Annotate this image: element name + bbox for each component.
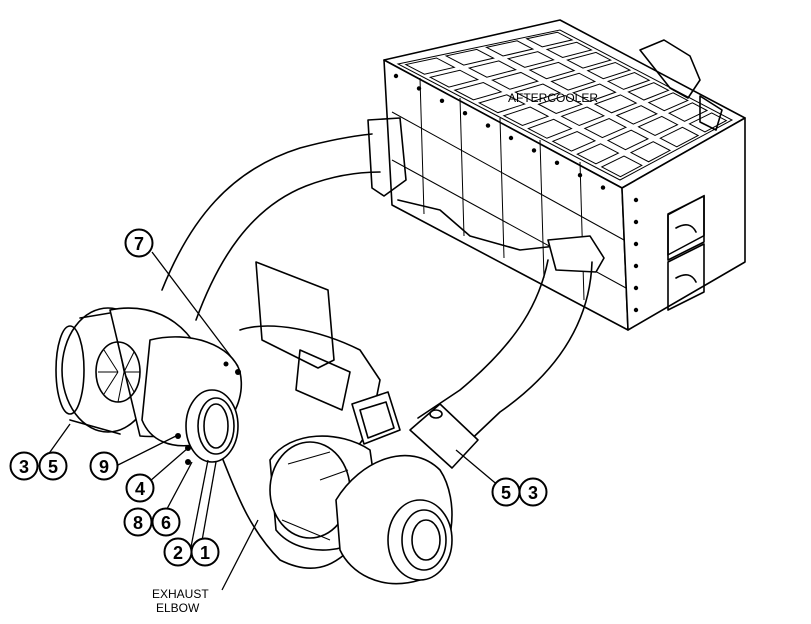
right-air-tube [409, 259, 593, 469]
callout-c3b: 3 [518, 477, 548, 507]
bolt [416, 86, 422, 91]
callout-c3a: 3 [9, 451, 39, 481]
callout-circle [151, 507, 181, 537]
callout-circle [124, 228, 154, 258]
callout-number: 4 [135, 479, 145, 499]
callout-number: 9 [99, 457, 109, 477]
grid-cell [637, 115, 679, 137]
grid-cell [551, 130, 597, 152]
callout-c1: 1 [190, 537, 220, 567]
bolt [633, 241, 639, 247]
callout-circle [518, 477, 548, 507]
grid-cell [647, 92, 689, 112]
grid-cell [629, 141, 672, 163]
callout-circle [89, 451, 119, 481]
grid-cell [627, 82, 670, 101]
callout-number: 1 [200, 543, 210, 563]
callout-c5b: 5 [491, 477, 521, 507]
callout-number: 5 [48, 457, 58, 477]
grid-cell [428, 69, 480, 88]
callout-circle [9, 451, 39, 481]
bolt [462, 111, 468, 116]
grid-cell [583, 118, 628, 139]
callout-circle [190, 537, 220, 567]
callout-number: 7 [134, 234, 144, 254]
bolt [600, 185, 606, 190]
bolt [554, 160, 560, 165]
grid-cell [537, 94, 584, 114]
bolt [439, 98, 445, 104]
aftercooler-grid [404, 31, 728, 178]
grid-cell [545, 41, 593, 59]
callout-c7: 7 [124, 228, 154, 258]
aftercooler [367, 19, 746, 331]
grid-cell [606, 72, 651, 90]
bolt [531, 148, 537, 153]
bolt [485, 123, 491, 128]
grid-cell [477, 94, 526, 114]
grid-cell [514, 83, 562, 102]
grid-cell [404, 57, 456, 75]
grid-cell [667, 102, 709, 122]
callout-number: 5 [501, 483, 511, 503]
grid-cell [606, 129, 650, 151]
callout-circle [38, 451, 68, 481]
callout-c2: 2 [163, 537, 193, 567]
grid-cell [444, 48, 495, 66]
callout-number: 3 [19, 457, 29, 477]
callout-c8: 8 [123, 507, 153, 537]
exhaust-label-line2: ELBOW [156, 601, 200, 615]
grid-cell [490, 71, 539, 90]
callout-c5a: 5 [38, 451, 68, 481]
right-turbocharger [269, 435, 453, 585]
grid-cell [467, 60, 517, 78]
grid-cell [659, 126, 700, 148]
grid-cell [528, 61, 576, 80]
grid-cell [525, 31, 574, 48]
bolt [633, 307, 639, 313]
bolt [577, 173, 583, 178]
grid-cell [566, 51, 612, 69]
grid-cell [485, 40, 535, 57]
grid-cell [502, 106, 550, 126]
grid-cell [615, 105, 658, 125]
bolt [633, 285, 639, 291]
bolt [393, 73, 399, 79]
callout-c6: 6 [151, 507, 181, 537]
aftercooler-label: AFTERCOOLER [508, 91, 598, 105]
exhaust-label-line1: EXHAUST [152, 587, 209, 601]
callout-number: 3 [528, 483, 538, 503]
bolt [508, 135, 514, 141]
grid-cell [576, 143, 620, 165]
grid-cell [506, 51, 555, 68]
callout-number: 8 [133, 513, 143, 533]
callout-number: 2 [173, 543, 183, 563]
grid-cell [600, 155, 643, 178]
grid-cell [453, 81, 503, 101]
bolt [633, 219, 639, 225]
grid-cell [560, 106, 606, 127]
grid-cell [586, 61, 632, 80]
callout-c4: 4 [125, 473, 155, 503]
aftercooler-bolts [393, 73, 639, 313]
grid-cell [572, 83, 617, 102]
grid-cell [527, 118, 573, 139]
left-air-tube [161, 133, 381, 321]
callout-number: 6 [161, 513, 171, 533]
left-turbocharger [55, 307, 242, 465]
callout-circle [125, 473, 155, 503]
bolt [633, 263, 639, 269]
grid-cell [550, 72, 597, 91]
turbo-mounting-housing [209, 261, 401, 570]
grid-cell [688, 112, 728, 133]
callout-c9: 9 [89, 451, 119, 481]
bolt [633, 197, 639, 203]
grid-cell [593, 94, 638, 114]
